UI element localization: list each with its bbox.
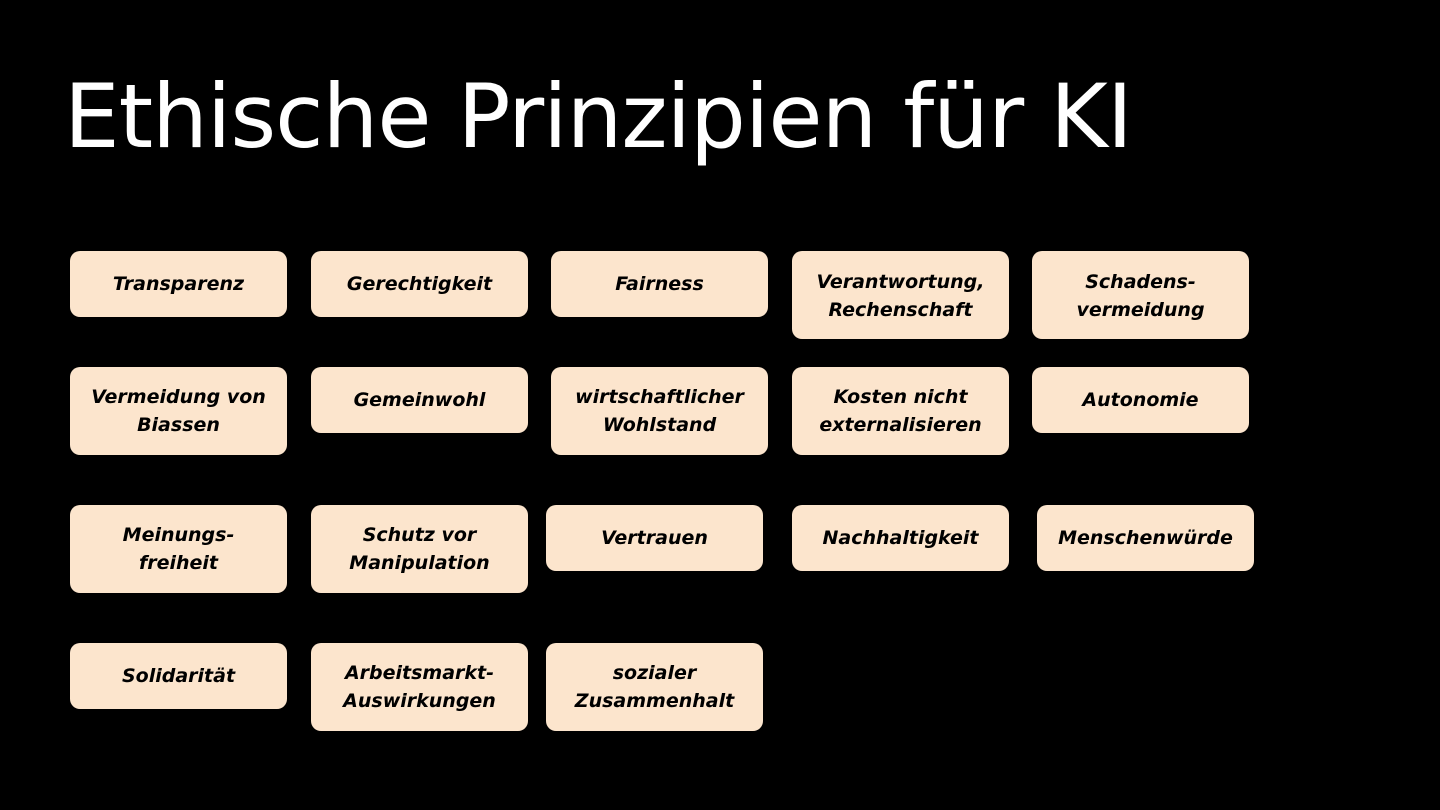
principle-card-schadensvermeidung: Schadens- vermeidung [1032, 251, 1249, 339]
principle-card-transparenz: Transparenz [70, 251, 287, 317]
principle-label: Gemeinwohl [353, 389, 486, 411]
principle-label: Arbeitsmarkt- Auswirkungen [343, 662, 496, 712]
principle-label: Transparenz [112, 273, 245, 295]
principle-card-arbeitsmarkt-auswirkungen: Arbeitsmarkt- Auswirkungen [311, 643, 528, 731]
principle-card-fairness: Fairness [551, 251, 768, 317]
principle-card-gemeinwohl: Gemeinwohl [311, 367, 528, 433]
principle-label: Schadens- vermeidung [1076, 271, 1205, 321]
principle-card-menschenwuerde: Menschenwürde [1037, 505, 1254, 571]
principle-label: Kosten nicht externalisieren [819, 386, 982, 436]
principle-card-sozialer-zusammenhalt: sozialer Zusammenhalt [546, 643, 763, 731]
principle-label: Solidarität [121, 665, 236, 687]
principle-card-vertrauen: Vertrauen [546, 505, 763, 571]
principle-card-vermeidung-von-biassen: Vermeidung von Biassen [70, 367, 287, 455]
principle-card-verantwortung: Verantwortung, Rechenschaft [792, 251, 1009, 339]
principle-label: Verantwortung, Rechenschaft [816, 271, 985, 321]
principle-label: Autonomie [1082, 389, 1199, 411]
principle-label: Gerechtigkeit [346, 273, 493, 295]
principle-card-autonomie: Autonomie [1032, 367, 1249, 433]
principle-card-schutz-vor-manipulation: Schutz vor Manipulation [311, 505, 528, 593]
principle-label: wirtschaftlicher Wohlstand [575, 386, 744, 436]
principle-label: sozialer Zusammenhalt [574, 662, 735, 712]
principle-label: Meinungs- freiheit [122, 524, 235, 574]
principle-label: Nachhaltigkeit [822, 527, 979, 549]
principle-card-wirtschaftlicher-wohlstand: wirtschaftlicher Wohlstand [551, 367, 768, 455]
slide-title: Ethische Prinzipien für KI [64, 65, 1133, 168]
principle-label: Fairness [615, 273, 704, 295]
principle-card-solidaritaet: Solidarität [70, 643, 287, 709]
principle-label: Vertrauen [601, 527, 708, 549]
principle-card-gerechtigkeit: Gerechtigkeit [311, 251, 528, 317]
principle-label: Schutz vor Manipulation [349, 524, 490, 574]
principle-card-meinungsfreiheit: Meinungs- freiheit [70, 505, 287, 593]
principle-card-kosten-nicht-externalisieren: Kosten nicht externalisieren [792, 367, 1009, 455]
principle-card-nachhaltigkeit: Nachhaltigkeit [792, 505, 1009, 571]
principle-label: Vermeidung von Biassen [91, 386, 266, 436]
principle-label: Menschenwürde [1058, 527, 1233, 549]
